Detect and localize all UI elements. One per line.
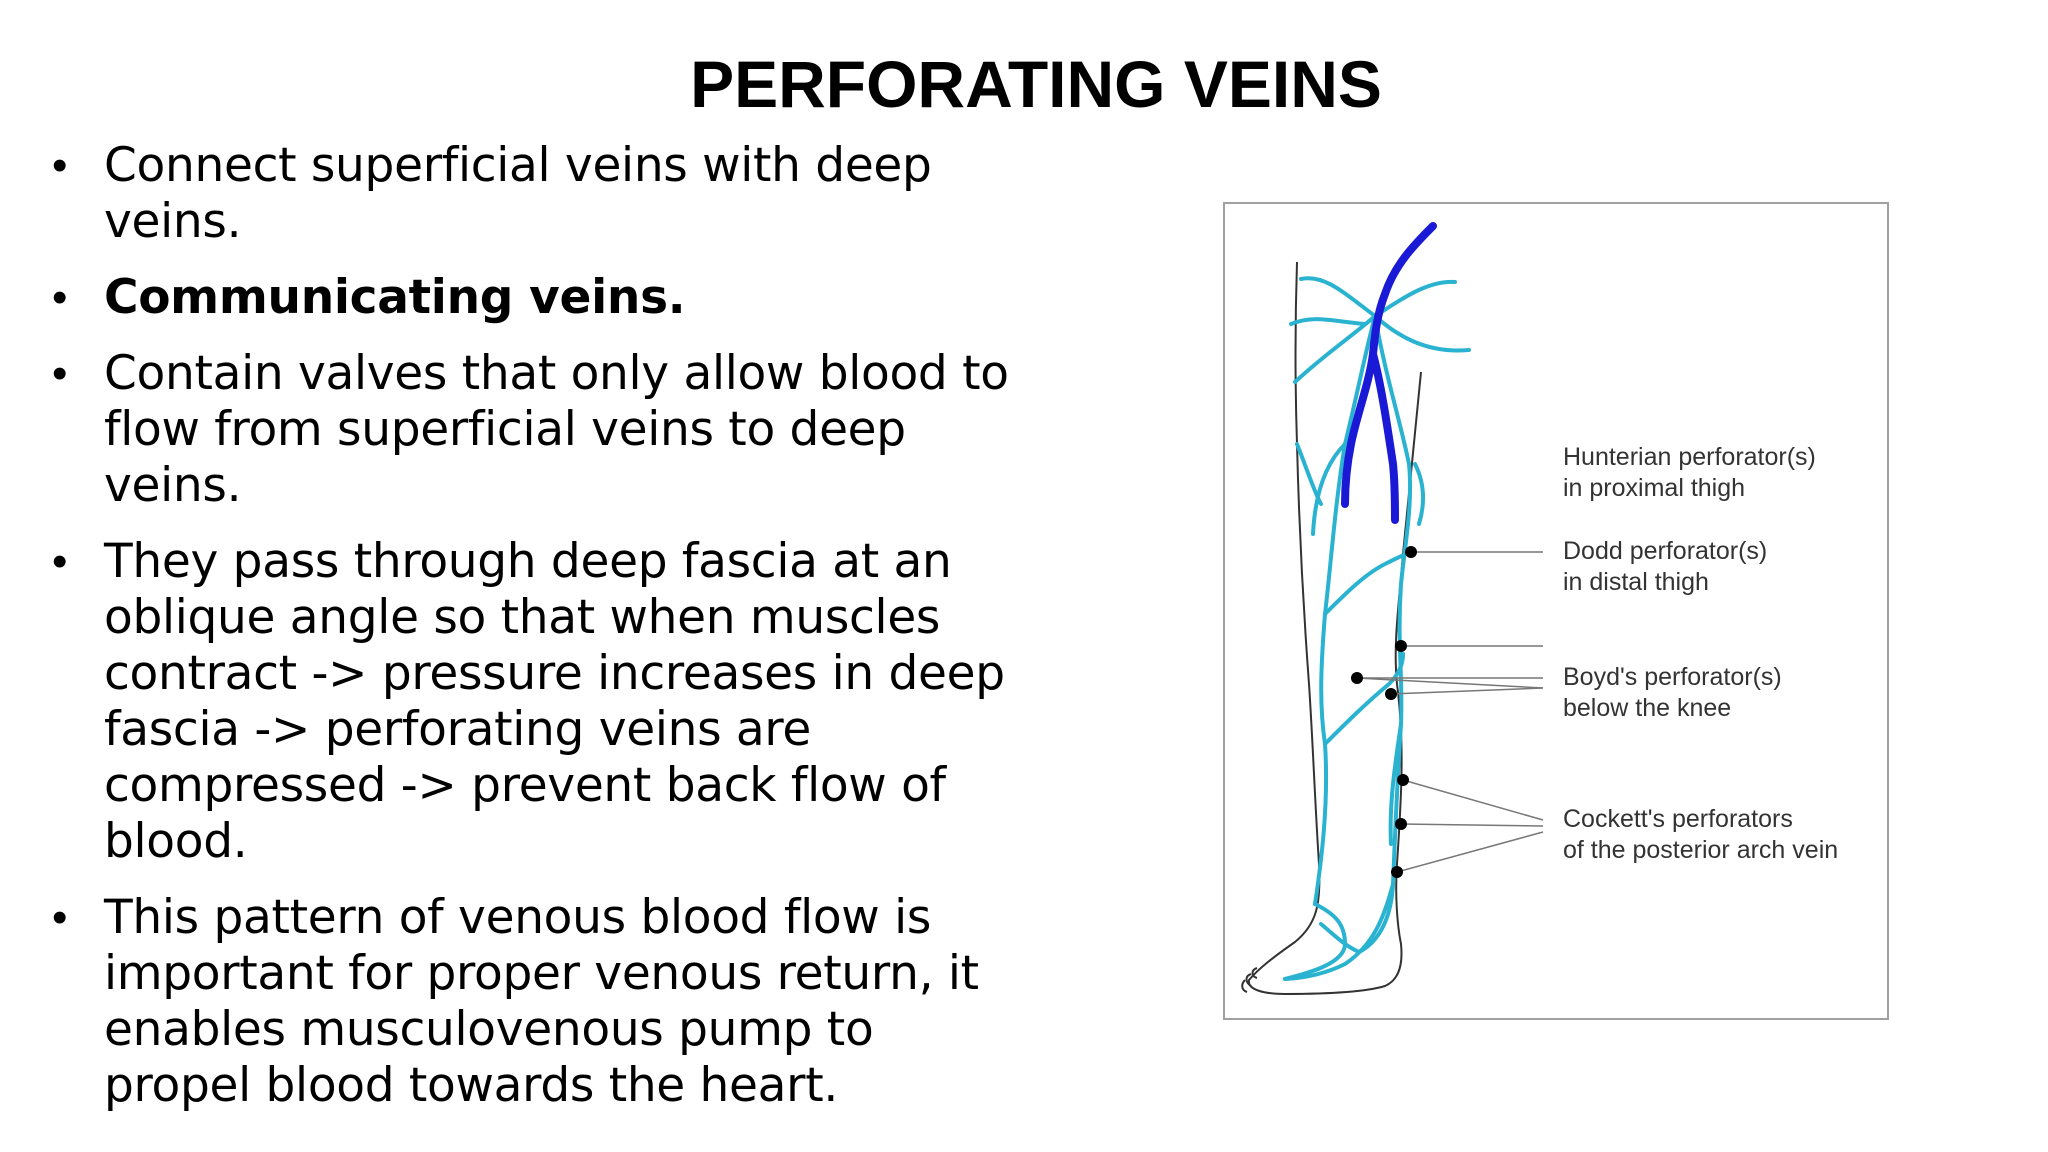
bullet-item: • Communicating veins. bbox=[52, 270, 1012, 326]
bullet-text: Connect superficial veins with deep vein… bbox=[104, 138, 932, 249]
bullet-text: This pattern of venous blood flow is imp… bbox=[104, 890, 979, 1113]
label-line: in distal thigh bbox=[1563, 568, 1709, 596]
bullet-item: • Connect superficial veins with deep ve… bbox=[52, 138, 1012, 250]
dodd-perforator-dot bbox=[1395, 640, 1407, 652]
bullet-list: • Connect superficial veins with deep ve… bbox=[52, 138, 1012, 1134]
leg-outline bbox=[1241, 261, 1422, 996]
boyd-perforator-dot bbox=[1385, 688, 1397, 700]
leader-lines bbox=[1356, 551, 1544, 873]
bullet-marker: • bbox=[52, 537, 68, 586]
slide-title: PERFORATING VEINS bbox=[690, 47, 1382, 121]
bullet-item: • This pattern of venous blood flow is i… bbox=[52, 890, 1012, 1114]
cockett-perforator-label: Cockett's perforators of the posterior a… bbox=[1563, 804, 1838, 866]
label-line: Boyd's perforator(s) bbox=[1563, 663, 1782, 691]
hunterian-perforator-dot bbox=[1405, 546, 1417, 558]
leg-vein-figure: Hunterian perforator(s) in proximal thig… bbox=[1223, 202, 1889, 1020]
label-line: of the posterior arch vein bbox=[1563, 836, 1839, 864]
label-line: Cockett's perforators bbox=[1563, 805, 1793, 833]
label-line: in proximal thigh bbox=[1563, 474, 1746, 502]
label-line: below the knee bbox=[1563, 694, 1732, 722]
hunterian-perforator-label: Hunterian perforator(s) in proximal thig… bbox=[1563, 442, 1816, 504]
bullet-marker: • bbox=[52, 141, 68, 190]
boyd-perforator-dot bbox=[1351, 672, 1363, 684]
bullet-marker: • bbox=[52, 349, 68, 398]
bullet-marker: • bbox=[52, 273, 68, 322]
bullet-item: • They pass through deep fascia at an ob… bbox=[52, 534, 1012, 870]
cockett-perforator-dot bbox=[1391, 866, 1403, 878]
label-line: Dodd perforator(s) bbox=[1563, 537, 1768, 565]
bullet-text: They pass through deep fascia at an obli… bbox=[104, 534, 1005, 869]
bullet-marker: • bbox=[52, 893, 68, 942]
boyd-perforator-label: Boyd's perforator(s) below the knee bbox=[1563, 662, 1782, 724]
bullet-text: Communicating veins. bbox=[104, 270, 686, 325]
leg-diagram bbox=[1241, 222, 1544, 996]
deep-veins bbox=[1341, 222, 1437, 524]
label-line: Hunterian perforator(s) bbox=[1563, 443, 1816, 471]
superficial-veins bbox=[1283, 276, 1471, 981]
dodd-perforator-label: Dodd perforator(s) in distal thigh bbox=[1563, 536, 1767, 598]
bullet-item: • Contain valves that only allow blood t… bbox=[52, 346, 1012, 514]
perforator-dots bbox=[1351, 546, 1417, 878]
bullet-text: Contain valves that only allow blood to … bbox=[104, 346, 1009, 513]
cockett-perforator-dot bbox=[1397, 774, 1409, 786]
cockett-perforator-dot bbox=[1395, 818, 1407, 830]
